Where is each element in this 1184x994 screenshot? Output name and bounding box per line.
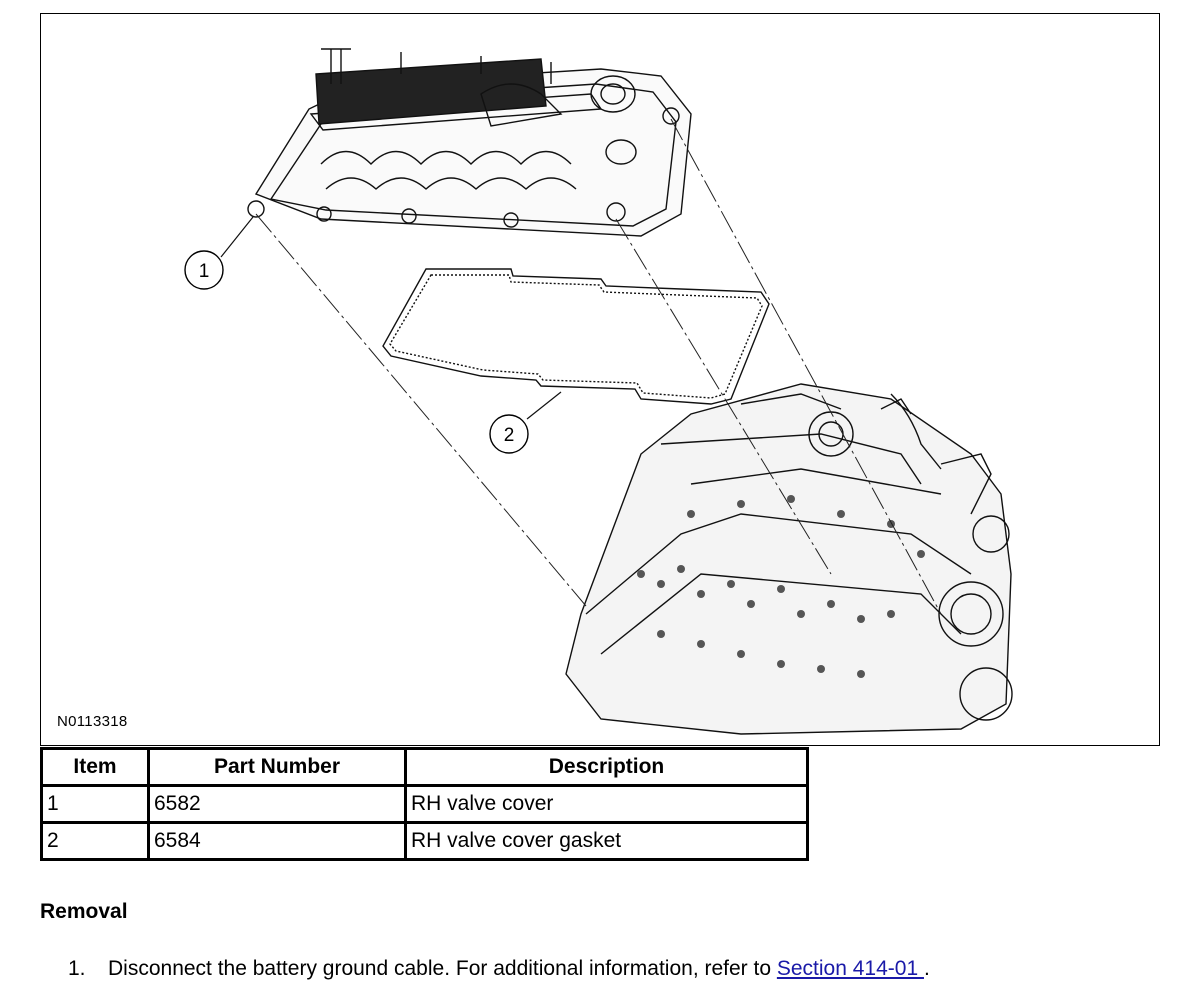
header-item: Item [40, 747, 150, 787]
section-heading: Removal [40, 900, 128, 923]
gasket-drawing [382, 268, 770, 405]
table-row: 2 6584 RH valve cover gasket [40, 821, 809, 861]
callout-2-leader [526, 391, 562, 420]
step-suffix: . [923, 957, 930, 980]
engine-block-drawing [565, 383, 1013, 735]
cell-part-number: 6582 [147, 784, 407, 824]
cell-item: 1 [40, 784, 150, 824]
cell-description: RH valve cover [404, 784, 809, 824]
callout-1-leader [220, 216, 254, 258]
callout-2: 2 [489, 414, 529, 454]
step-text: Disconnect the battery ground cable. For… [108, 957, 777, 980]
cell-description: RH valve cover gasket [404, 821, 809, 861]
parts-table: Item Part Number Description 1 6582 RH v… [40, 747, 809, 861]
table-row: 1 6582 RH valve cover [40, 784, 809, 824]
valve-cover-drawing [247, 48, 692, 237]
callout-1-label: 1 [199, 261, 210, 282]
engine-illustration: 1 2 N0113318 [40, 13, 1160, 746]
step-number: 1. [68, 957, 86, 980]
header-description: Description [404, 747, 809, 787]
callout-2-label: 2 [504, 425, 515, 446]
engine-detail-pattern [637, 495, 925, 678]
cell-item: 2 [40, 821, 150, 861]
header-part-number: Part Number [147, 747, 407, 787]
table-header-row: Item Part Number Description [40, 747, 809, 787]
cell-part-number: 6584 [147, 821, 407, 861]
figure-id: N0113318 [57, 713, 128, 730]
alignment-lines [255, 118, 942, 615]
section-link[interactable]: Section 414-01 [776, 957, 924, 980]
step-1: 1. Disconnect the battery ground cable. F… [68, 957, 930, 981]
callout-1: 1 [184, 250, 224, 290]
valve-cover-exploded-view: 1 2 [184, 48, 1013, 735]
